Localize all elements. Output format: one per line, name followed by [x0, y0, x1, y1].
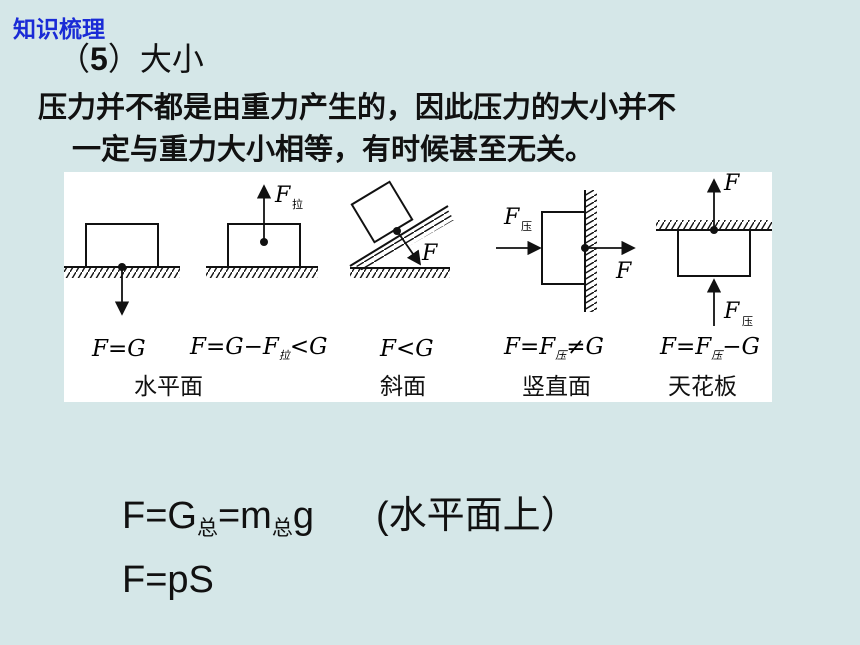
pull-force-label: F	[274, 183, 291, 208]
case-horizontal	[64, 223, 180, 316]
case-incline: F	[349, 180, 454, 278]
formula-1-sub-2: 总	[271, 517, 293, 540]
ground-hatch	[350, 268, 450, 278]
caption-ceiling: 天花板	[668, 374, 737, 400]
press-force-label: F	[503, 205, 520, 230]
force-arrow	[396, 230, 422, 266]
caption-vertical: 竖直面	[522, 374, 591, 400]
block	[541, 211, 586, 285]
section-heading: （5）大小	[58, 34, 204, 80]
press-force-sub: 压	[521, 220, 532, 233]
paragraph-line-1: 压力并不都是由重力产生的，因此压力的大小并不	[38, 90, 677, 124]
explanation-paragraph: 压力并不都是由重力产生的，因此压力的大小并不 一定与重力大小相等，有时候甚至无关…	[38, 86, 798, 170]
ground-hatch	[206, 267, 318, 278]
section-tag: 知识梳理	[13, 17, 105, 43]
heading-open-paren: （	[58, 40, 91, 78]
formula-1-sub-1: 总	[196, 517, 218, 540]
pull-force-sub: 拉	[292, 197, 303, 211]
incline-line	[349, 205, 449, 267]
ceiling-press-label: F	[723, 299, 740, 324]
case-pull: F 拉	[206, 183, 318, 278]
paragraph-line-2: 一定与重力大小相等，有时候甚至无关。	[72, 132, 595, 166]
formula-incline: F<G	[379, 336, 434, 362]
caption-incline: 斜面	[380, 374, 426, 400]
formula-pull: F=G−F拉<G	[189, 334, 328, 362]
pressure-diagram-svg: F 拉 F F 压 F	[64, 172, 772, 400]
formula-ceiling: F=F压−G	[659, 334, 760, 362]
block	[85, 223, 159, 268]
formula-1-note: (水平面上）	[375, 495, 579, 537]
incline-force-label: F	[421, 241, 438, 266]
formula-1-part-a: F=G	[122, 495, 197, 537]
heading-text: ）大小	[107, 40, 204, 78]
formula-line-2: F=pS	[122, 559, 214, 601]
formula-vertical: F=F压≠G	[503, 334, 604, 362]
block	[677, 229, 751, 277]
ceiling-press-sub: 压	[742, 315, 753, 328]
heading-number: 5	[90, 41, 108, 77]
formula-line-1: F=G总=m总g(水平面上）	[122, 484, 579, 542]
ceiling-force-label: F	[723, 172, 740, 196]
case-vertical: F 压 F	[496, 190, 636, 312]
case-ceiling: F F 压	[656, 172, 772, 328]
formula-horizontal: F=G	[91, 336, 146, 362]
formula-1-part-b: =m	[217, 495, 272, 537]
wall-force-label: F	[615, 259, 632, 284]
pressure-diagram: F 拉 F F 压 F	[64, 172, 772, 402]
formula-1-part-c: g	[292, 495, 314, 537]
wall-hatch	[585, 190, 597, 312]
caption-horizontal: 水平面	[134, 374, 203, 400]
